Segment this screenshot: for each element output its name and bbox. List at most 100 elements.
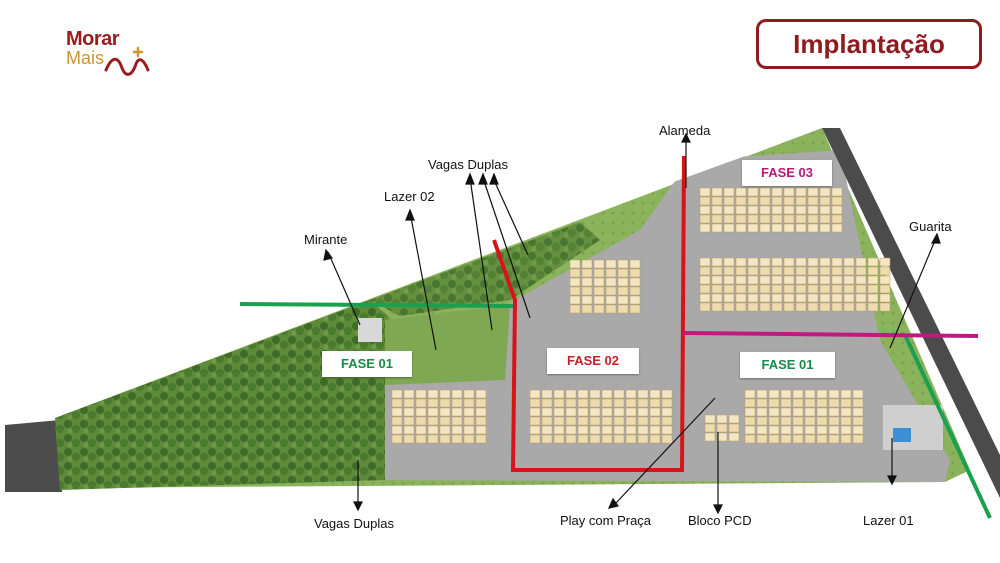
building-unit xyxy=(792,398,804,408)
building-unit xyxy=(704,432,716,442)
phase-label-fase03: FASE 03 xyxy=(742,160,832,186)
building-unit xyxy=(629,259,641,269)
building-unit xyxy=(771,284,783,294)
arrow-guarita xyxy=(889,237,937,349)
building-unit xyxy=(819,257,831,267)
building-unit xyxy=(649,398,661,408)
road-east xyxy=(822,128,1000,498)
building-unit xyxy=(699,187,711,197)
building-unit xyxy=(807,293,819,303)
callout-bloco-pcd: Bloco PCD xyxy=(688,513,752,528)
building-unit xyxy=(699,196,711,206)
building-unit xyxy=(613,398,625,408)
building-unit xyxy=(629,286,641,296)
building-unit xyxy=(819,196,831,206)
building-unit xyxy=(649,407,661,417)
arrowhead-mirante xyxy=(323,248,334,261)
building-unit xyxy=(451,416,463,426)
building-unit xyxy=(711,257,723,267)
building-unit xyxy=(780,434,792,444)
building-unit xyxy=(529,389,541,399)
building-unit xyxy=(843,257,855,267)
building-unit xyxy=(463,407,475,417)
building-unit xyxy=(795,187,807,197)
building-unit xyxy=(795,302,807,312)
building-unit xyxy=(637,389,649,399)
building-unit xyxy=(867,293,879,303)
building-unit xyxy=(879,266,891,276)
building-unit xyxy=(867,266,879,276)
building-unit xyxy=(819,266,831,276)
building-unit xyxy=(816,398,828,408)
arrowhead-play xyxy=(607,497,620,509)
building-unit xyxy=(605,268,617,278)
building-unit xyxy=(828,434,840,444)
building-unit xyxy=(819,214,831,224)
building-unit xyxy=(831,196,843,206)
building-unit xyxy=(759,266,771,276)
building-unit xyxy=(756,398,768,408)
building-unit xyxy=(747,196,759,206)
building-unit xyxy=(735,293,747,303)
building-unit xyxy=(625,434,637,444)
building-unit xyxy=(605,286,617,296)
building-unit xyxy=(529,407,541,417)
building-unit xyxy=(613,425,625,435)
building-unit xyxy=(747,223,759,233)
building-unit xyxy=(747,293,759,303)
building-unit xyxy=(852,407,864,417)
building-unit xyxy=(589,434,601,444)
building-unit xyxy=(553,416,565,426)
building-unit xyxy=(816,434,828,444)
building-unit xyxy=(728,423,740,433)
building-unit xyxy=(807,196,819,206)
building-unit xyxy=(879,257,891,267)
building-unit xyxy=(828,407,840,417)
building-unit xyxy=(768,434,780,444)
building-unit xyxy=(593,268,605,278)
building-unit xyxy=(795,275,807,285)
building-unit xyxy=(617,295,629,305)
building-unit xyxy=(711,275,723,285)
building-unit xyxy=(795,257,807,267)
building-unit xyxy=(637,416,649,426)
building-unit xyxy=(723,205,735,215)
building-unit xyxy=(613,416,625,426)
building-unit xyxy=(625,398,637,408)
building-unit xyxy=(783,214,795,224)
building-unit xyxy=(831,293,843,303)
building-unit xyxy=(771,187,783,197)
building-unit xyxy=(783,223,795,233)
building-unit xyxy=(768,398,780,408)
building-unit xyxy=(828,416,840,426)
building-unit xyxy=(723,284,735,294)
building-unit xyxy=(807,275,819,285)
building-unit xyxy=(593,295,605,305)
building-unit xyxy=(565,398,577,408)
building-unit xyxy=(759,196,771,206)
building-unit xyxy=(843,302,855,312)
building-unit xyxy=(601,416,613,426)
building-unit xyxy=(577,425,589,435)
building-unit xyxy=(780,389,792,399)
building-unit xyxy=(699,275,711,285)
building-unit xyxy=(867,284,879,294)
building-unit xyxy=(867,275,879,285)
building-unit xyxy=(569,295,581,305)
building-unit xyxy=(541,398,553,408)
building-unit xyxy=(783,293,795,303)
building-unit xyxy=(780,398,792,408)
building-unit xyxy=(756,389,768,399)
building-unit xyxy=(475,416,487,426)
building-unit xyxy=(403,425,415,435)
callout-guarita: Guarita xyxy=(909,219,952,234)
building-unit xyxy=(463,398,475,408)
building-unit xyxy=(771,293,783,303)
building-unit xyxy=(744,407,756,417)
building-unit xyxy=(735,223,747,233)
building-unit xyxy=(593,259,605,269)
building-unit xyxy=(792,389,804,399)
building-unit xyxy=(768,425,780,435)
building-unit xyxy=(637,398,649,408)
building-unit xyxy=(819,223,831,233)
